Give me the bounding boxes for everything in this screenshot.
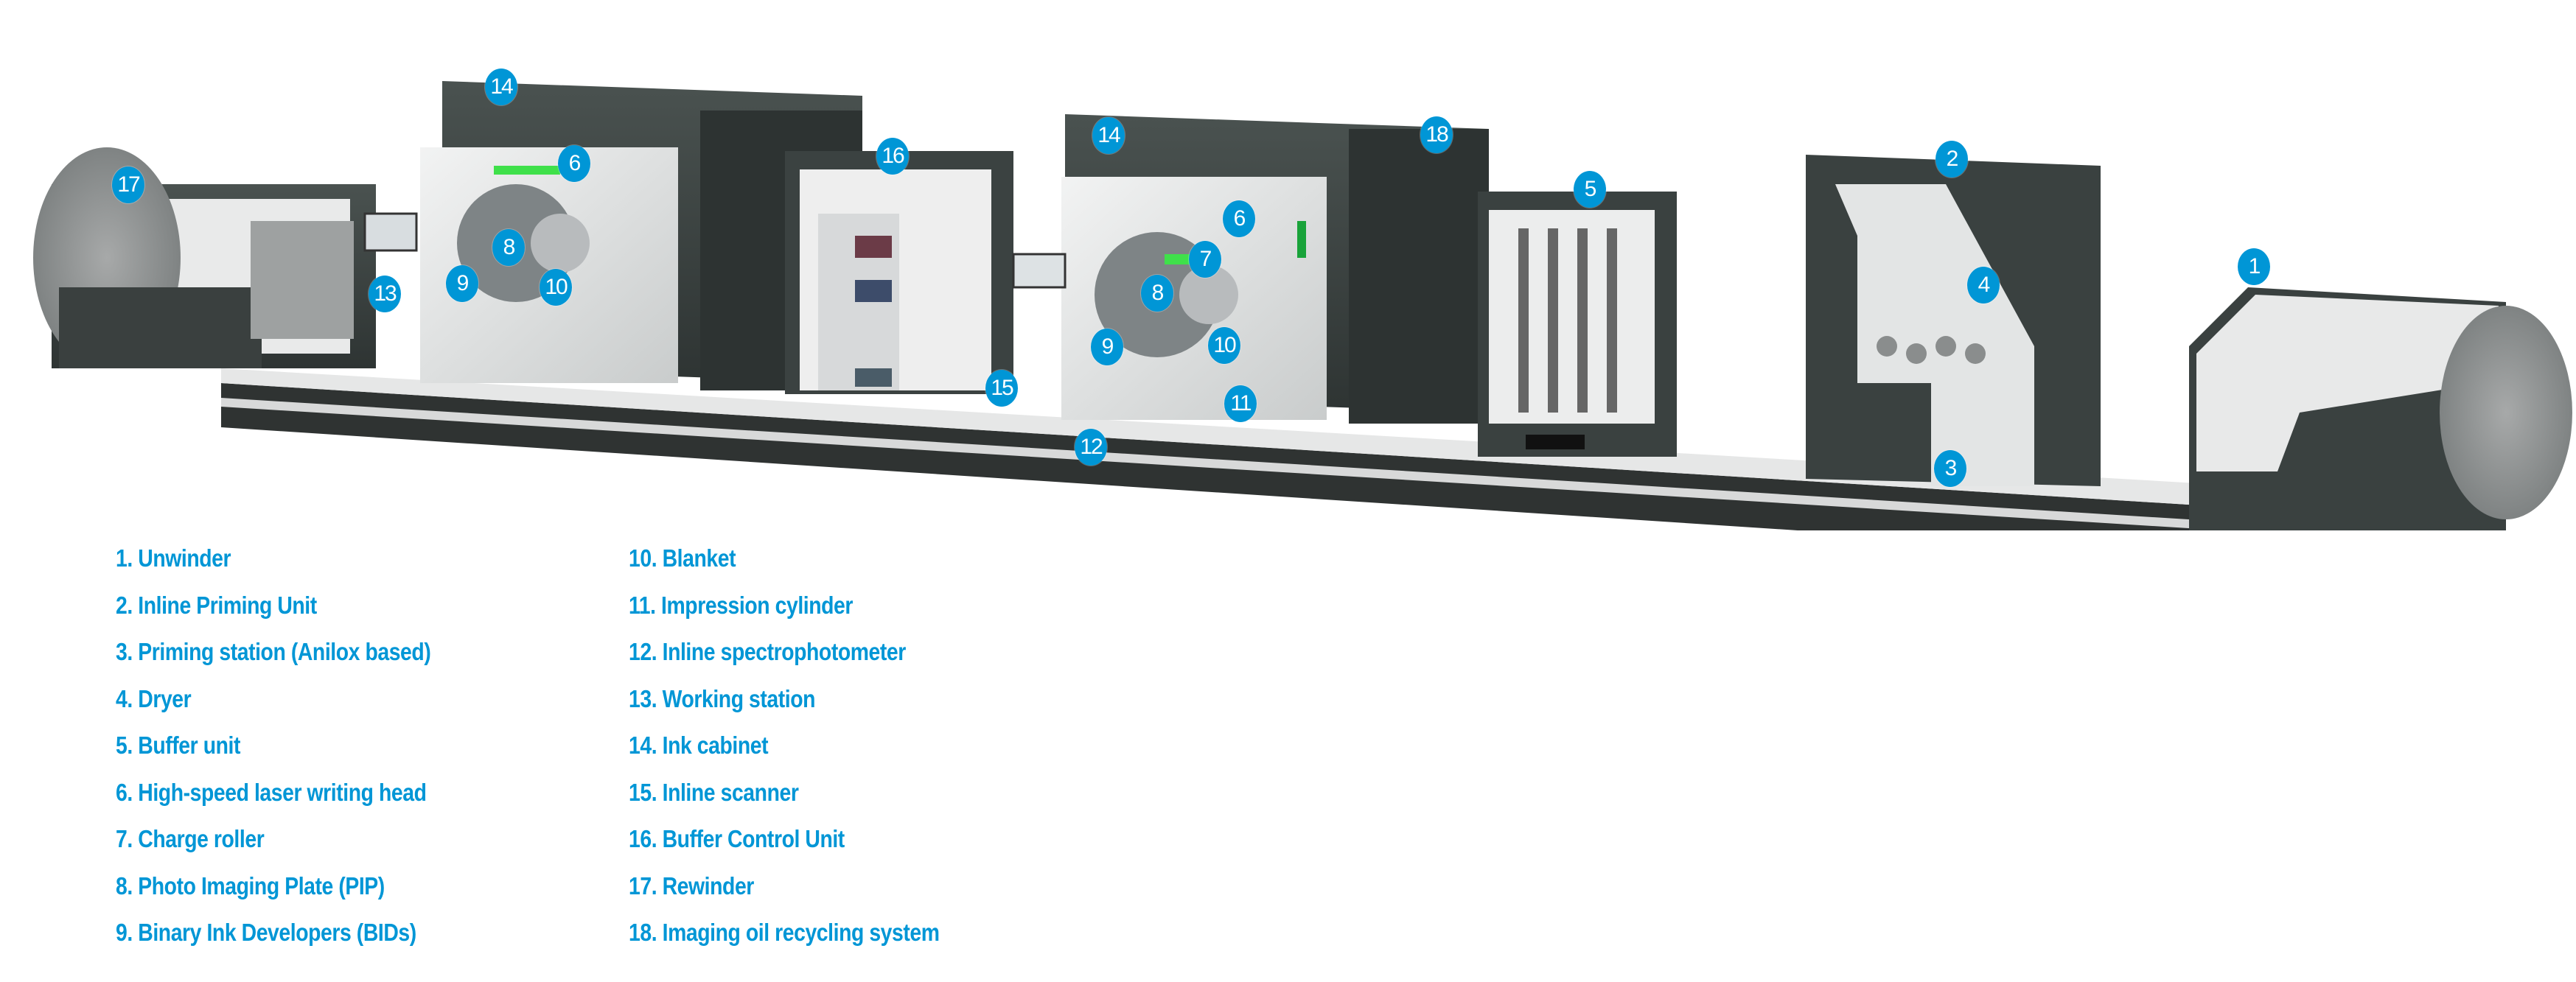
callout-marker-18: 18 bbox=[1420, 116, 1453, 153]
callout-marker-12: 12 bbox=[1075, 429, 1107, 466]
legend-item-2: 2. Inline Priming Unit bbox=[116, 591, 317, 619]
callout-marker-9a: 9 bbox=[446, 265, 478, 302]
legend-item-4: 4. Dryer bbox=[116, 684, 192, 712]
callout-marker-9b: 9 bbox=[1091, 329, 1123, 365]
legend-item-3: 3. Priming station (Anilox based) bbox=[116, 638, 431, 665]
legend-item-16: 16. Buffer Control Unit bbox=[629, 825, 845, 852]
rewinder-unit bbox=[33, 147, 376, 368]
callout-marker-14b: 14 bbox=[1092, 117, 1125, 154]
callout-marker-4: 4 bbox=[1967, 267, 2000, 304]
callout-marker-6a: 6 bbox=[558, 145, 590, 182]
legend-item-1: 1. Unwinder bbox=[116, 544, 231, 572]
legend-item-9: 9. Binary Ink Developers (BIDs) bbox=[116, 919, 416, 946]
legend-item-18: 18. Imaging oil recycling system bbox=[629, 919, 940, 946]
callout-marker-8b: 8 bbox=[1141, 275, 1173, 312]
legend-item-13: 13. Working station bbox=[629, 684, 816, 712]
buffer-control-unit bbox=[785, 151, 1013, 394]
legend-item-11: 11. Impression cylinder bbox=[629, 591, 854, 619]
callout-marker-8a: 8 bbox=[492, 229, 525, 266]
base-rail bbox=[221, 368, 2248, 530]
legend-item-17: 17. Rewinder bbox=[629, 871, 754, 899]
legend-item-5: 5. Buffer unit bbox=[116, 732, 240, 759]
legend-item-6: 6. High-speed laser writing head bbox=[116, 778, 427, 806]
buffer-unit bbox=[1478, 192, 1677, 457]
callout-marker-7: 7 bbox=[1189, 241, 1221, 278]
callout-marker-16: 16 bbox=[876, 138, 909, 175]
press-engine-2 bbox=[1012, 114, 1489, 424]
legend-column-2: 10. Blanket 11. Impression cylinder 12. … bbox=[629, 541, 990, 963]
callout-marker-13: 13 bbox=[369, 276, 401, 312]
callout-marker-10b: 10 bbox=[1208, 327, 1240, 364]
legend-item-15: 15. Inline scanner bbox=[629, 778, 799, 806]
working-station-screen bbox=[363, 212, 418, 252]
callout-marker-6b: 6 bbox=[1223, 200, 1255, 237]
legend-item-12: 12. Inline spectrophotometer bbox=[629, 638, 906, 665]
callout-marker-3: 3 bbox=[1934, 450, 1966, 487]
callout-marker-14a: 14 bbox=[485, 69, 517, 105]
callout-marker-1: 1 bbox=[2238, 248, 2270, 285]
legend-item-14: 14. Ink cabinet bbox=[629, 732, 769, 759]
callout-marker-15: 15 bbox=[985, 370, 1018, 407]
legend-item-10: 10. Blanket bbox=[629, 544, 736, 572]
legend-column-1: 1. Unwinder 2. Inline Priming Unit 3. Pr… bbox=[116, 541, 482, 963]
unwinder-unit bbox=[2189, 287, 2572, 530]
press-illustration bbox=[33, 81, 2572, 530]
callout-marker-11: 11 bbox=[1224, 385, 1257, 422]
legend-item-7: 7. Charge roller bbox=[116, 825, 265, 852]
callout-marker-10a: 10 bbox=[540, 269, 572, 306]
legend-item-8: 8. Photo Imaging Plate (PIP) bbox=[116, 871, 385, 899]
callout-marker-17: 17 bbox=[112, 166, 144, 203]
callout-marker-2: 2 bbox=[1936, 141, 1968, 178]
priming-unit bbox=[1680, 155, 2101, 486]
callout-marker-5: 5 bbox=[1574, 171, 1606, 208]
